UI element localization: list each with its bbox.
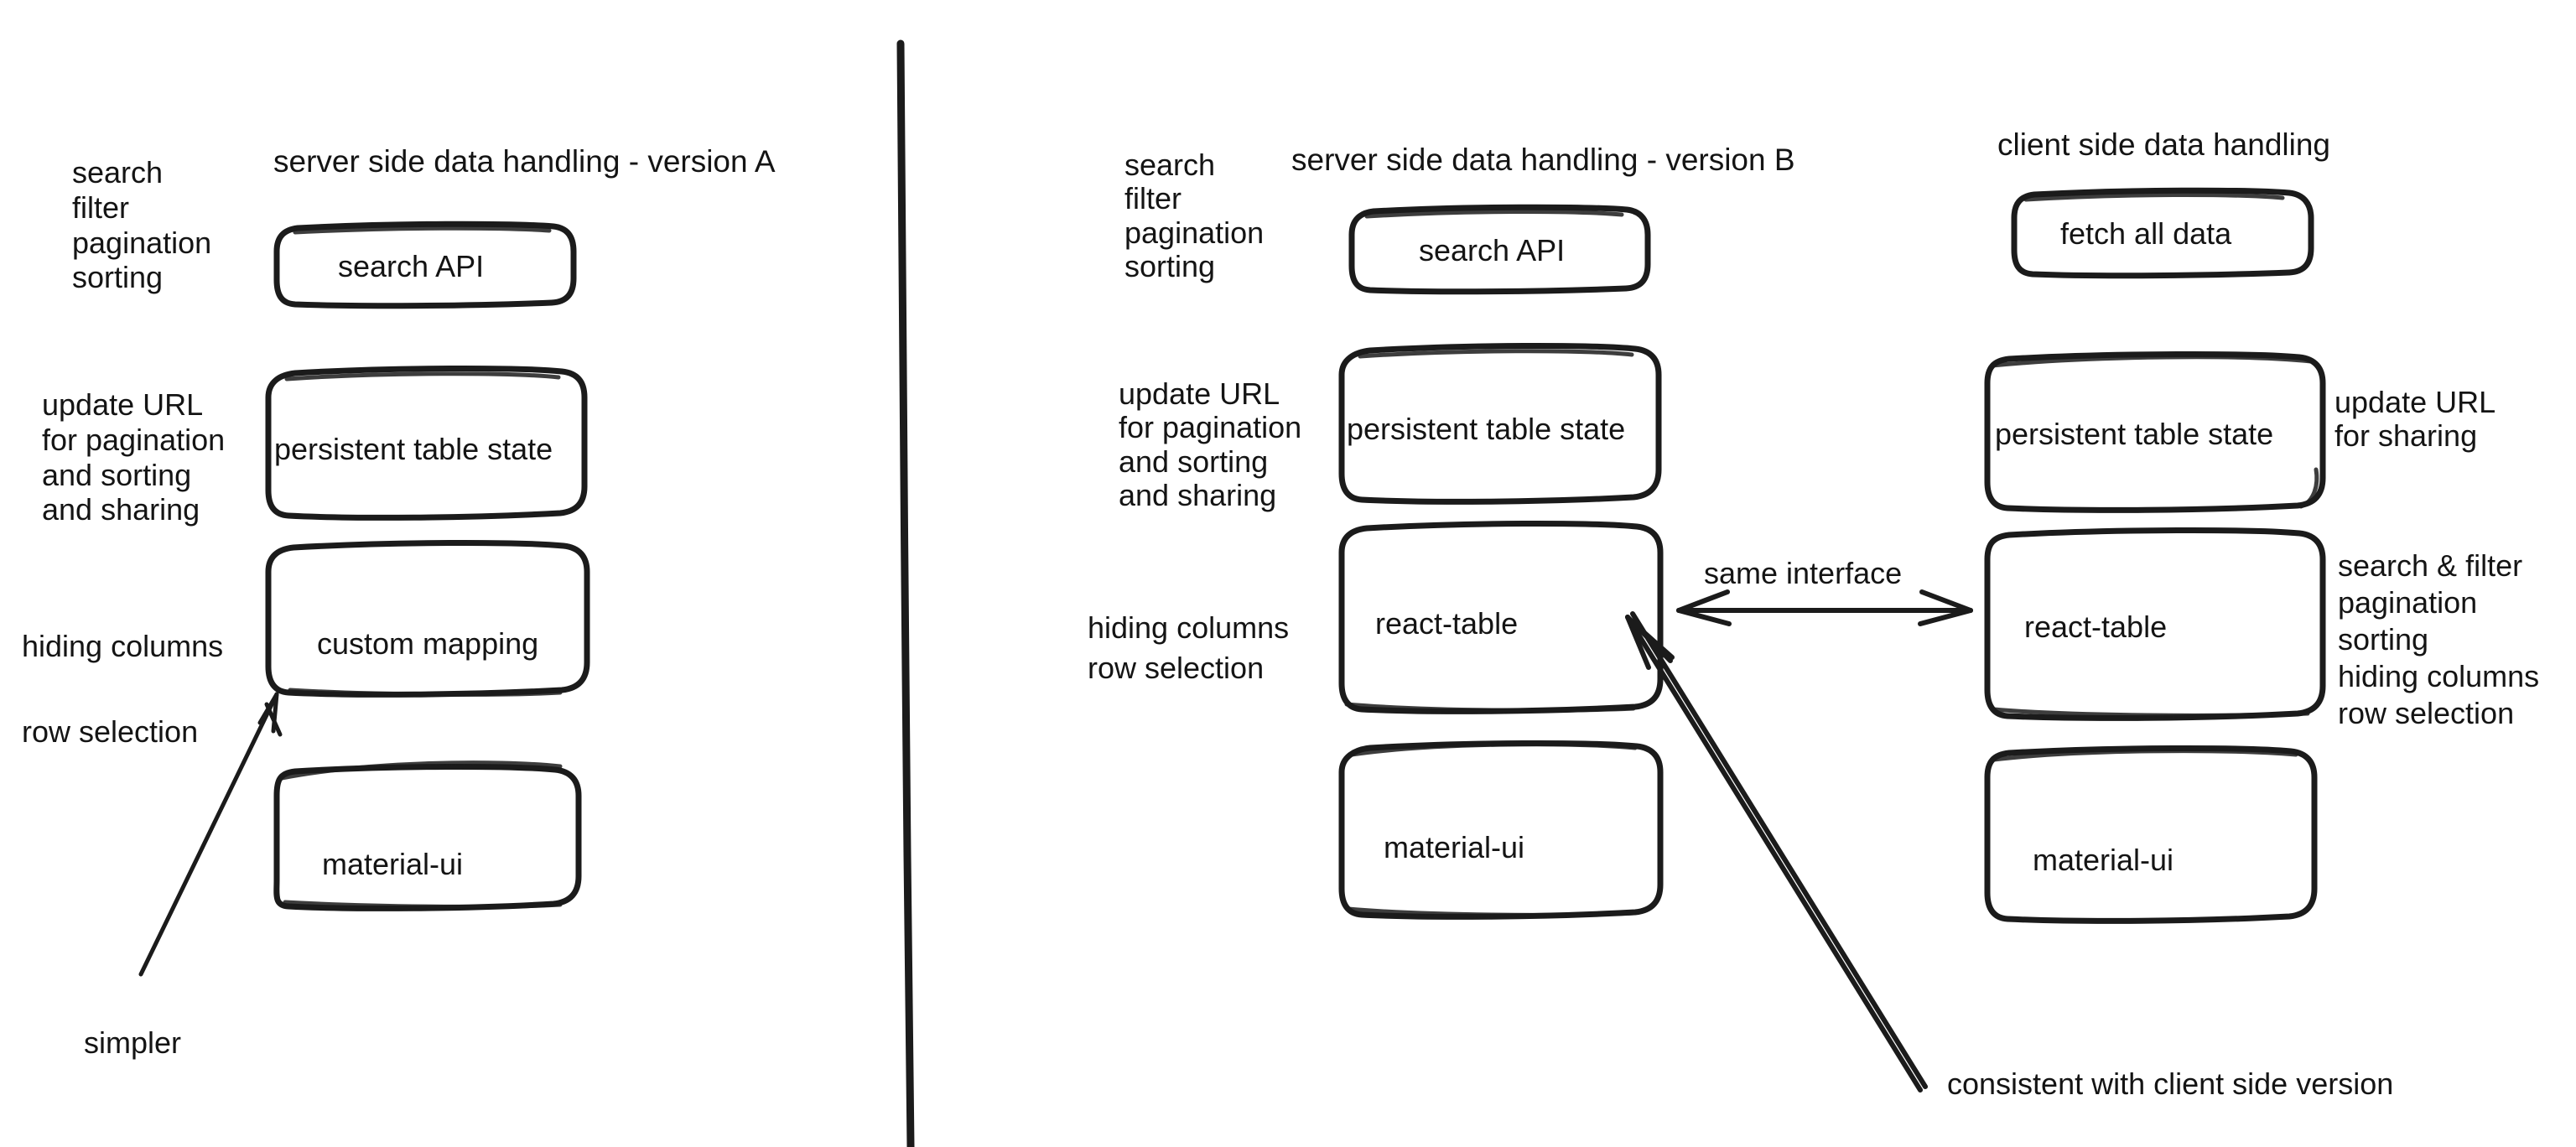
mid-node-label-react-table[interactable]: react-table [1375, 606, 1519, 641]
mid-node-label-search-api[interactable]: search API [1419, 233, 1566, 267]
left-node-custom-mapping-stroke [265, 539, 590, 698]
left-annotation-top: search filter pagination sorting [72, 155, 212, 295]
left-node-label-material-ui[interactable]: material-ui [322, 847, 464, 881]
left-annotation-update-url: update URL for pagination and sorting an… [42, 387, 226, 527]
right-node-label-react-table[interactable]: react-table [2024, 610, 2168, 644]
left-node-label-persistent-table-state[interactable]: persistent table state [274, 432, 553, 466]
right-node-label-fetch-all-data[interactable]: fetch all data [2060, 216, 2232, 251]
right-node-material-ui-stroke [1984, 745, 2318, 924]
left-annotation-simpler: simpler [84, 1025, 182, 1060]
mid-node-label-persistent-table-state[interactable]: persistent table state [1347, 412, 1626, 446]
left-node-label-search-api[interactable]: search API [338, 249, 485, 283]
mid-annotation-update-url: update URL for pagination and sorting an… [1119, 376, 1302, 512]
vertical-divider-stroke [896, 39, 915, 1147]
left-node-material-ui-stroke [273, 760, 582, 911]
left-node-label-custom-mapping[interactable]: custom mapping [317, 626, 539, 661]
left-panel-title: server side data handling - version A [273, 144, 776, 179]
same-interface-arrow-stroke [1676, 589, 1973, 626]
mid-annotation-top: search filter pagination sorting [1124, 148, 1265, 283]
right-node-label-persistent-table-state[interactable]: persistent table state [1995, 417, 2274, 451]
left-annotation-hiding-columns: hiding columns row selection [22, 629, 224, 750]
right-annotation-update-url: update URL for sharing [2334, 385, 2496, 454]
right-annotation-features: search & filter pagination sorting hidin… [2338, 548, 2540, 730]
same-interface-label: same interface [1704, 556, 1903, 590]
mid-annotation-hiding-columns: hiding columns row selection [1088, 610, 1290, 685]
consistent-with-client-side-note: consistent with client side version [1947, 1067, 2394, 1101]
right-panel-title: client side data handling [1997, 127, 2331, 162]
mid-panel-title: server side data handling - version B [1291, 143, 1795, 177]
right-node-label-material-ui[interactable]: material-ui [2033, 843, 2174, 877]
consistent-note-arrow-stroke [1625, 611, 1928, 1093]
mid-node-label-material-ui[interactable]: material-ui [1384, 830, 1525, 864]
